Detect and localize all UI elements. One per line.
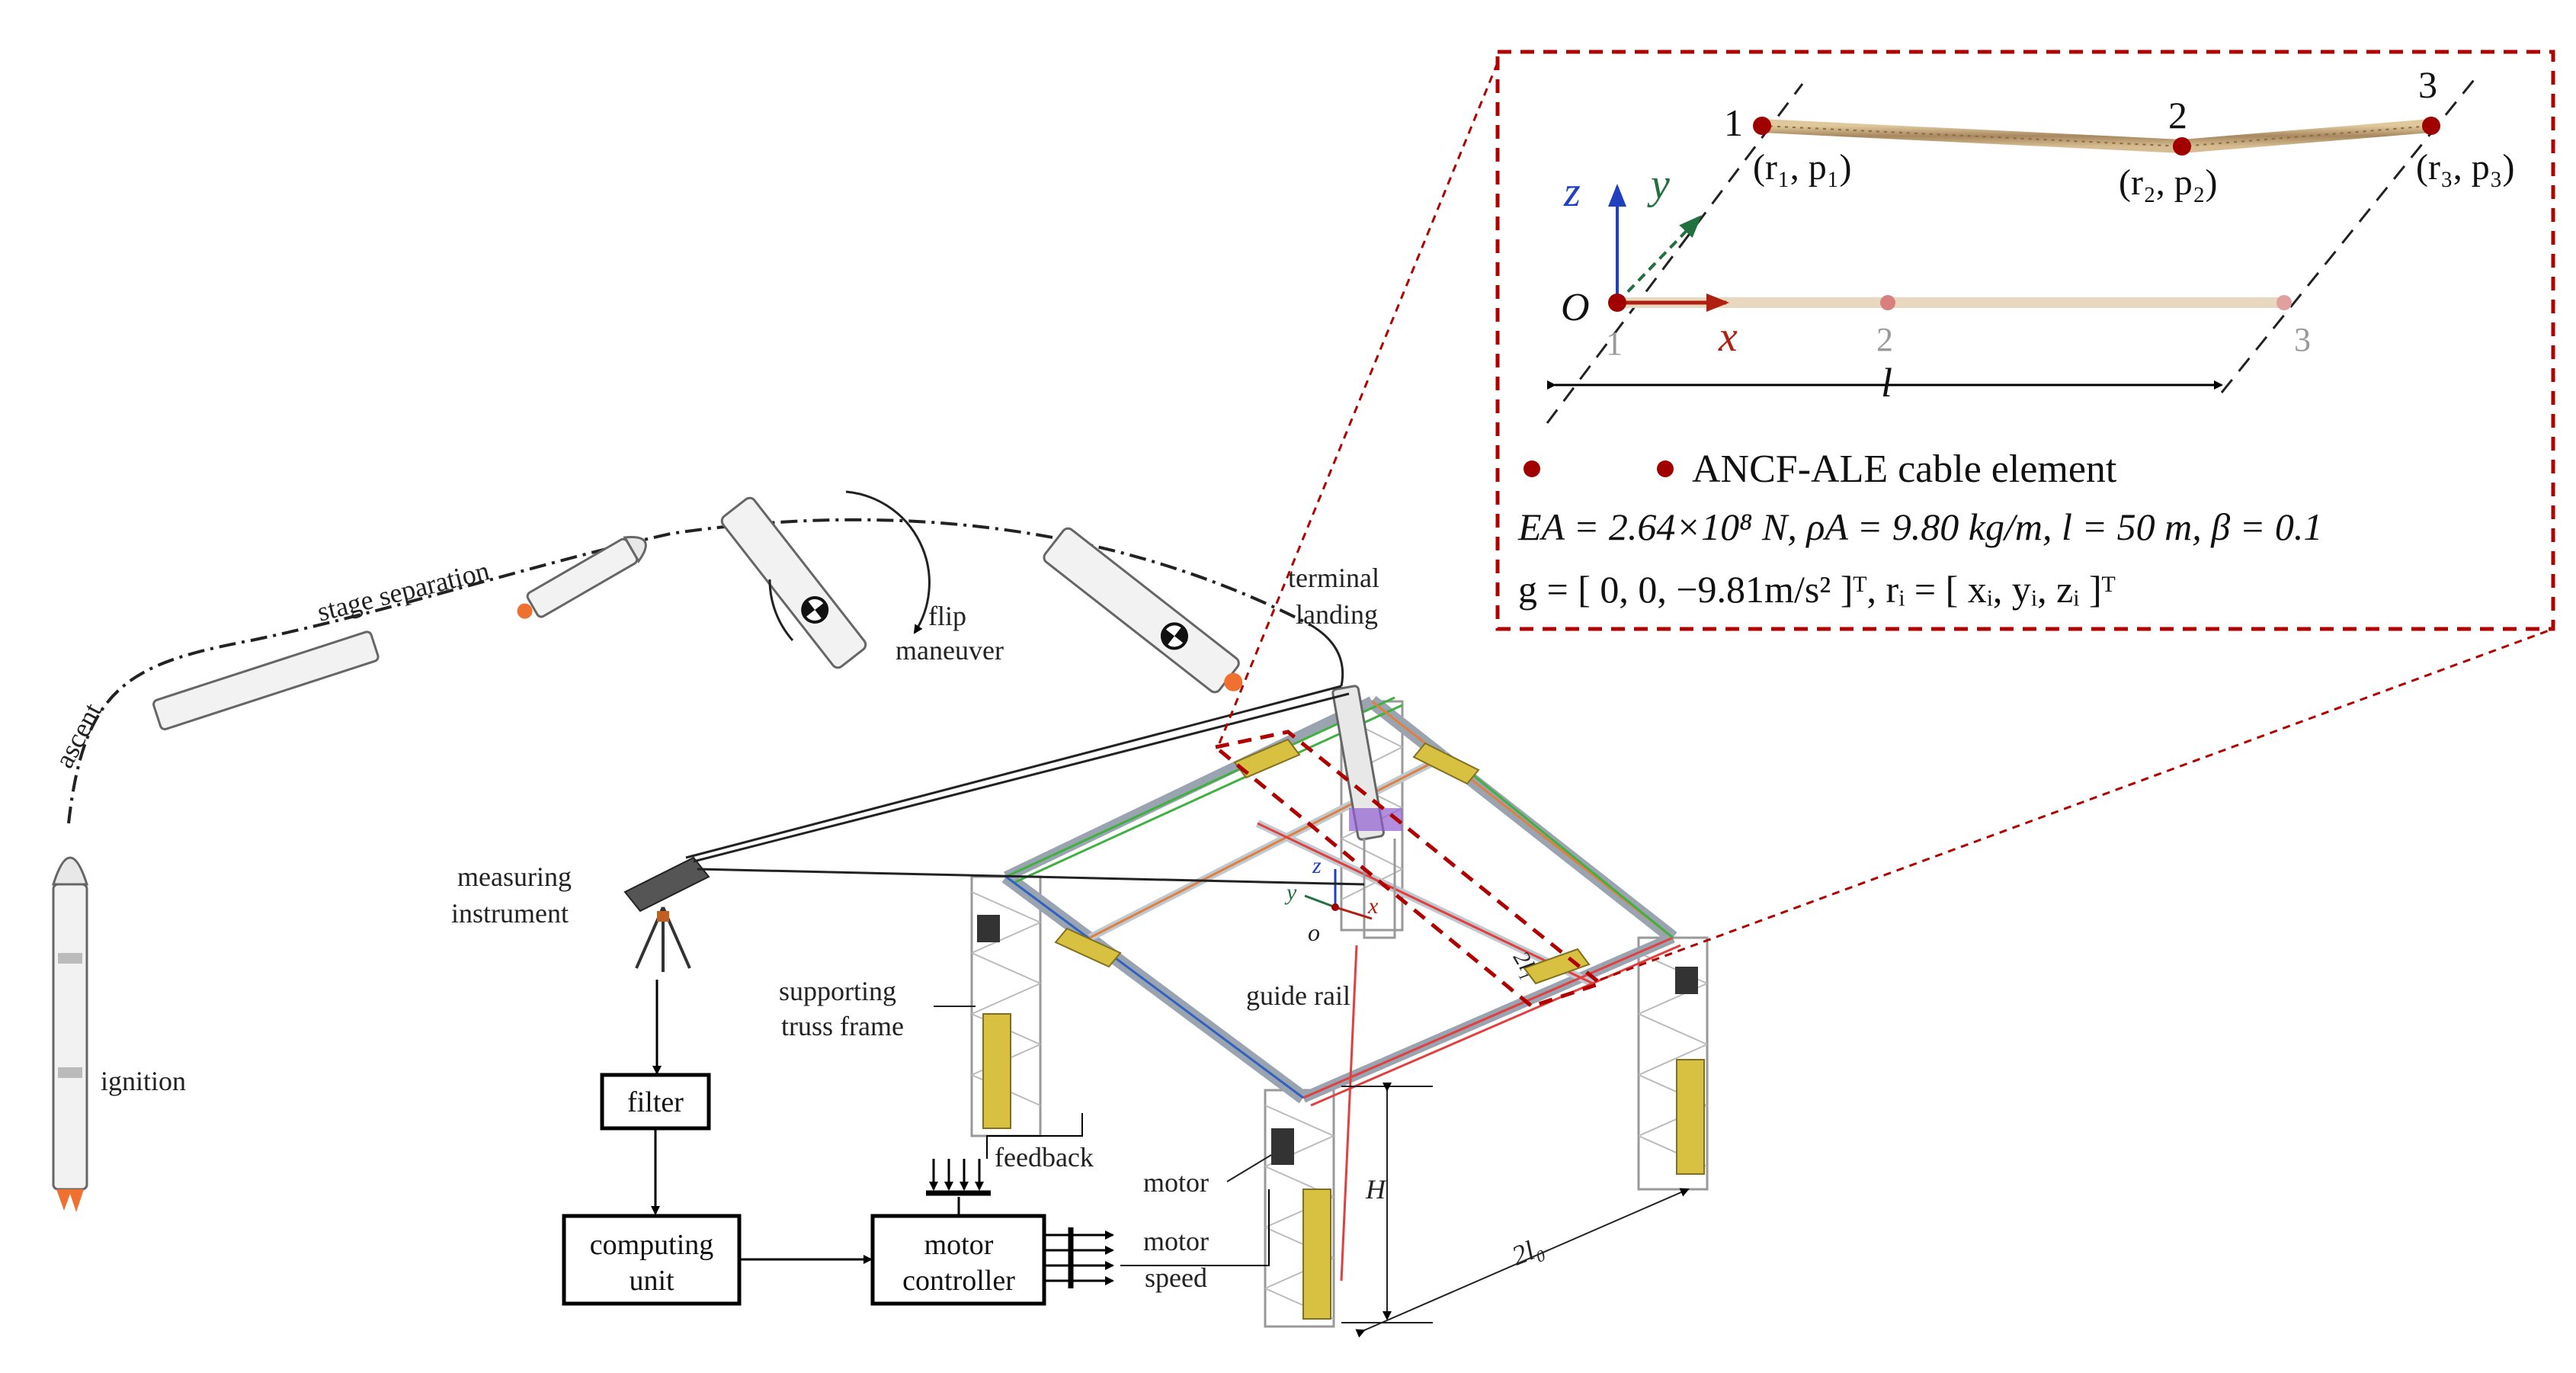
inset-axis-y: y — [1647, 161, 1670, 208]
dimension-width-bottom — [1355, 1188, 1690, 1338]
label-guide-rail: guide rail — [1246, 980, 1350, 1011]
inset-coord-2: (r₂, p₂) — [2119, 162, 2217, 203]
inset-ref-node-2-label: 2 — [1876, 321, 1893, 358]
inset-label-node-3: 3 — [2418, 63, 2437, 106]
motor-icon — [1271, 1144, 1294, 1165]
label-motor-speed-2: speed — [1145, 1262, 1207, 1293]
motor-controller-label-1: motor — [924, 1229, 994, 1261]
inset-ref-node-3 — [2276, 295, 2292, 310]
inset-origin-point — [1608, 294, 1626, 312]
rocket-flip-icon — [720, 490, 931, 669]
inset-legend-label: ANCF-ALE cable element — [1692, 448, 2117, 491]
rig-axis-y: y — [1284, 880, 1297, 905]
label-terminal: terminal — [1288, 563, 1379, 593]
control-loop: filter computing unit motor controller — [562, 980, 1270, 1306]
label-ignition: ignition — [101, 1066, 186, 1096]
rig-rocket-icon — [1331, 685, 1402, 939]
rocket-stage-separation-icon — [152, 536, 647, 730]
rocket-trajectory — [67, 518, 1312, 824]
inset-parameters: EA = 2.64×10⁸ N, ρA = 9.80 kg/m, l = 50 … — [1517, 505, 2322, 548]
inset-axis-z: z — [1563, 168, 1581, 216]
label-feedback: feedback — [995, 1142, 1094, 1173]
label-height: H — [1365, 1174, 1387, 1205]
label-truss-frame: truss frame — [781, 1011, 904, 1041]
label-instrument: instrument — [451, 898, 569, 929]
carriages — [1054, 738, 1591, 985]
label-supporting: supporting — [779, 976, 896, 1006]
filter-block — [600, 1073, 711, 1131]
cables — [1005, 696, 1681, 1282]
inset-axis-x: x — [1718, 313, 1738, 361]
inset-node-3 — [2422, 117, 2440, 135]
label-motor: motor — [1143, 1167, 1209, 1198]
filter-label: filter — [627, 1086, 684, 1118]
rocket-landing-icon — [1043, 527, 1243, 694]
label-motor-speed-1: motor — [1143, 1226, 1209, 1256]
measuring-instrument-icon — [623, 856, 710, 972]
label-measuring: measuring — [457, 861, 572, 892]
rig-axis-x: x — [1367, 893, 1379, 919]
inset-label-node-2: 2 — [2168, 94, 2187, 136]
inset-length-label: l — [1881, 360, 1892, 406]
inset-coord-3: (r₃, p₃) — [2416, 147, 2514, 188]
computing-label-2: unit — [629, 1265, 674, 1297]
inset-coord-1: (r₁, p₁) — [1753, 147, 1851, 188]
rocket-launch-icon — [51, 856, 89, 1212]
test-rig: z y x o H 2l₀ 2l₁ — [970, 685, 1709, 1338]
label-landing: landing — [1296, 599, 1378, 630]
truss-tower-right — [1637, 936, 1709, 1191]
label-ascent: ascent — [49, 698, 108, 773]
computing-unit-block — [562, 1214, 742, 1306]
cable-model-inset — [1495, 50, 2555, 631]
truss-tower-left — [970, 875, 1042, 1137]
label-stage-separation: stage separation — [314, 555, 492, 627]
inset-label-node-1: 1 — [1724, 101, 1743, 144]
computing-label-1: computing — [590, 1229, 714, 1261]
guide-rails — [1001, 695, 1677, 1104]
inset-ref-node-3-label: 3 — [2294, 321, 2311, 358]
rig-zoom-region — [1211, 730, 1605, 1009]
inset-node-1 — [1753, 117, 1771, 135]
zoom-leader-lines — [1218, 53, 2554, 981]
inset-frame — [1495, 50, 2555, 631]
rig-axes — [1304, 869, 1373, 920]
inset-origin: O — [1561, 286, 1590, 329]
motor-controller-block — [870, 1214, 1046, 1306]
motor-controller-label-2: controller — [902, 1265, 1015, 1297]
inset-ref-node-1-label: 1 — [1606, 325, 1623, 362]
label-flip: flip — [928, 601, 966, 631]
label-maneuver: maneuver — [896, 635, 1004, 666]
rig-axis-z: z — [1312, 853, 1322, 878]
dimension-height — [1341, 1083, 1433, 1323]
inset-ref-node-2 — [1880, 295, 1895, 310]
rig-origin: o — [1308, 919, 1320, 946]
truss-tower-front — [1264, 1089, 1335, 1328]
inset-node-2 — [2173, 137, 2191, 156]
inset-gravity-vector: g = [ 0, 0, −9.81m/s² ]ᵀ, rᵢ = [ xᵢ, yᵢ,… — [1518, 568, 2116, 611]
